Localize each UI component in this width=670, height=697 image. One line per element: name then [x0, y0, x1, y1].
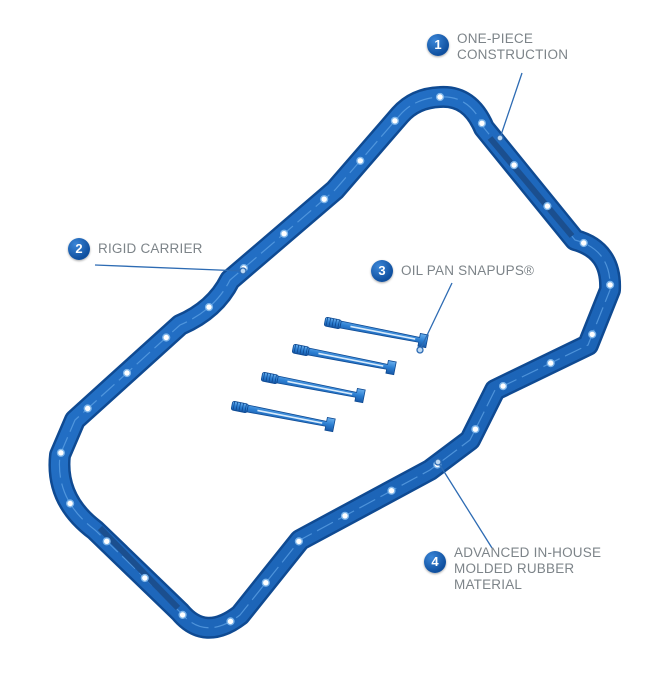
- bolt-hole: [390, 116, 400, 125]
- bolt-hole: [162, 333, 171, 342]
- bolt-hole: [122, 368, 132, 378]
- bolt-hole: [204, 303, 214, 312]
- bolt-hole: [83, 404, 92, 413]
- bolt-hole: [226, 617, 235, 626]
- callout-4-line-1: ADVANCED IN-HOUSE: [454, 545, 602, 560]
- bolt-holes: [56, 92, 615, 626]
- callout-dot-2: [239, 267, 247, 275]
- callout-line-2: [94, 264, 244, 272]
- snapup-pin: [323, 317, 429, 349]
- bolt-hole: [588, 330, 597, 339]
- bolt-hole: [320, 195, 329, 204]
- bolt-hole: [261, 578, 270, 587]
- callout-badge-2: 2: [68, 238, 90, 260]
- bolt-hole: [477, 119, 487, 128]
- callout-lines: [94, 72, 523, 549]
- bolt-hole: [605, 280, 615, 290]
- bolt-hole: [435, 92, 445, 102]
- callout-2-line-1: RIGID CARRIER: [98, 241, 203, 256]
- bolt-hole: [294, 537, 304, 546]
- callout-dot-4: [434, 458, 442, 466]
- callout-4-line-3: MATERIAL: [454, 577, 523, 592]
- callout-1-line-2: CONSTRUCTION: [457, 47, 569, 62]
- gasket-thin-section-bottom: [97, 525, 181, 611]
- callout-4-line-2: MOLDED RUBBER: [454, 561, 575, 576]
- callout-badge-1: 1: [427, 34, 449, 56]
- callout-label-1: ONE-PIECE CONSTRUCTION: [457, 31, 568, 63]
- callout-line-1: [499, 72, 523, 139]
- gasket-thin-section-top: [487, 136, 575, 238]
- bolt-hole: [356, 156, 365, 165]
- callout-label-4: ADVANCED IN-HOUSE MOLDED RUBBER MATERIAL: [454, 545, 601, 593]
- snapup-pin: [260, 372, 366, 404]
- bolt-hole: [102, 537, 111, 546]
- bolt-hole: [543, 202, 552, 211]
- callout-label-3: OIL PAN SNAPUPS®: [401, 263, 534, 279]
- callout-badge-3: 3: [371, 260, 393, 282]
- callout-dot-1: [496, 134, 504, 142]
- callout-3-line-1: OIL PAN SNAPUPS®: [401, 263, 535, 278]
- bolt-hole: [178, 610, 187, 620]
- snapup-pin: [230, 401, 336, 433]
- callout-line-3: [419, 282, 453, 351]
- bolt-hole: [65, 499, 75, 508]
- bolt-hole: [499, 382, 508, 391]
- callout-1-line-1: ONE-PIECE: [457, 31, 534, 46]
- bolt-hole: [579, 238, 588, 248]
- callout-dot-3: [416, 346, 424, 354]
- callout-line-4: [437, 461, 493, 549]
- callout-badge-4: 4: [424, 551, 446, 573]
- bolt-hole: [280, 229, 289, 238]
- bolt-hole: [546, 359, 555, 368]
- bolt-hole: [471, 425, 480, 434]
- bolt-hole: [509, 161, 519, 170]
- snapup-pin: [291, 344, 397, 376]
- bolt-hole: [140, 573, 149, 583]
- bolt-hole: [56, 448, 66, 457]
- oil-pan-gasket: [48, 85, 622, 639]
- bolt-hole: [340, 511, 350, 520]
- bolt-hole: [387, 486, 396, 495]
- snapups-group: [230, 317, 429, 433]
- callout-label-2: RIGID CARRIER: [98, 241, 203, 257]
